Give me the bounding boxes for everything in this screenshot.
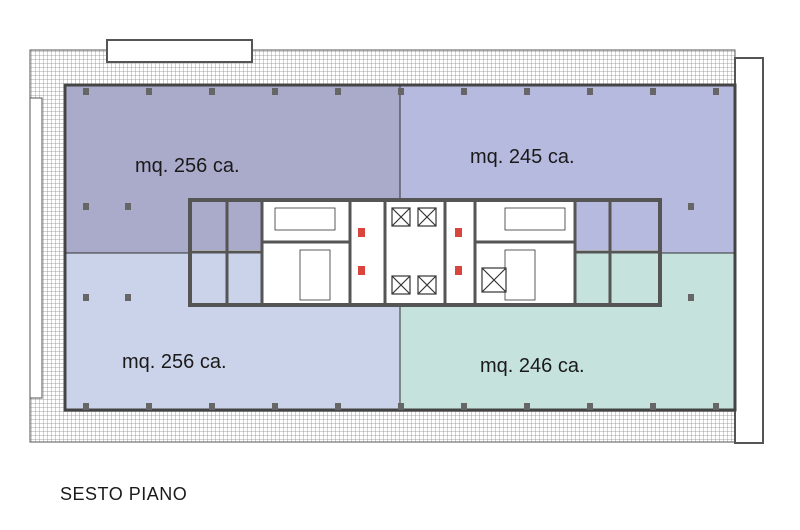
- column: [83, 88, 89, 95]
- column: [83, 403, 89, 410]
- zone-label-bottom-left: mq. 256 ca.: [122, 351, 227, 373]
- column: [587, 403, 593, 410]
- floor-title: SESTO PIANO: [60, 484, 188, 504]
- column: [125, 203, 131, 210]
- column: [713, 88, 719, 95]
- column: [650, 403, 656, 410]
- column: [125, 294, 131, 301]
- column: [83, 294, 89, 301]
- column: [461, 403, 467, 410]
- exit-sign-icons: [358, 228, 462, 275]
- column: [272, 88, 278, 95]
- column: [461, 88, 467, 95]
- zone-label-top-right: mq. 245 ca.: [470, 146, 575, 168]
- column: [688, 294, 694, 301]
- column: [713, 403, 719, 410]
- column: [209, 88, 215, 95]
- right-wall: [734, 57, 764, 444]
- column: [524, 88, 530, 95]
- column: [688, 203, 694, 210]
- zone-label-bottom-right: mq. 246 ca.: [480, 355, 585, 377]
- column: [398, 403, 404, 410]
- column: [587, 88, 593, 95]
- column: [209, 403, 215, 410]
- column: [650, 88, 656, 95]
- column: [146, 403, 152, 410]
- column: [335, 403, 341, 410]
- column: [272, 403, 278, 410]
- columns: [83, 88, 719, 410]
- column: [524, 403, 530, 410]
- column: [335, 88, 341, 95]
- column: [83, 203, 89, 210]
- column: [146, 88, 152, 95]
- building-core: [188, 198, 662, 307]
- column: [398, 88, 404, 95]
- zone-label-top-left: mq. 256 ca.: [135, 155, 240, 177]
